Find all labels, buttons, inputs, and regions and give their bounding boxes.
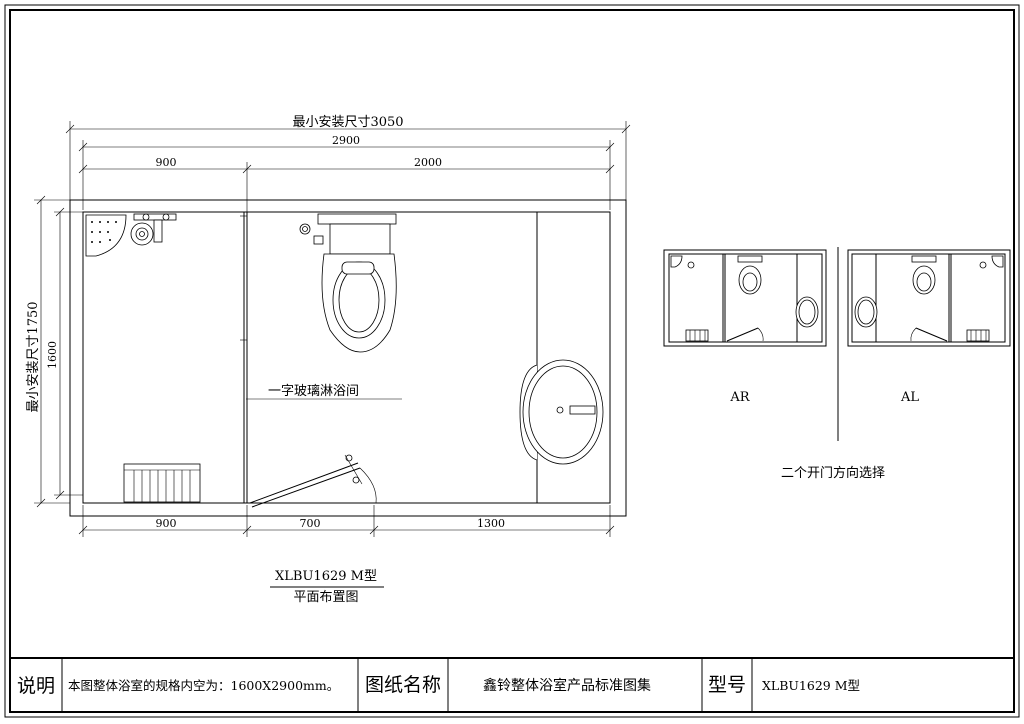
dim-top-left-label: 900	[156, 156, 177, 169]
variant-al-plan	[847, 249, 1011, 347]
title-block: 说明 本图整体浴室的规格内空为：1600X2900mm。 图纸名称 鑫铃整体浴室…	[10, 657, 1014, 712]
dim-bottom-right-label: 1300	[477, 517, 505, 530]
washbasin	[519, 359, 604, 465]
dim-inner-height-label: 1600	[46, 341, 59, 369]
dim-left-vertical: 最小安装尺寸1750 1600	[26, 195, 83, 508]
outer-wall	[69, 199, 627, 517]
sheet-inner-border	[9, 9, 1015, 713]
dim-inner-width: 2900	[78, 134, 615, 210]
variant-al-label: AL	[900, 390, 919, 405]
sheet-outer-border	[4, 4, 1020, 718]
dim-bottom-mid-label: 700	[300, 517, 321, 530]
shower-bench	[123, 463, 201, 503]
model-value: XLBU1629 M型	[762, 678, 860, 693]
dim-min-install-width-label: 最小安装尺寸3050	[292, 115, 403, 130]
swing-door	[249, 454, 377, 508]
plan-title-subtitle: 平面布置图	[293, 590, 358, 605]
toilet	[299, 213, 397, 353]
dim-top-right-label: 2000	[414, 156, 442, 169]
variant-ar-plan	[663, 249, 827, 347]
main-floor-plan: 最小安装尺寸3050 2900 900 2000	[26, 115, 631, 605]
glass-shower-callout-label: 一字玻璃淋浴间	[268, 384, 359, 399]
plan-title: XLBU1629 M型 平面布置图	[270, 569, 384, 605]
drawing-name-label: 图纸名称	[365, 674, 441, 696]
model-label: 型号	[708, 674, 746, 696]
drawing-name: 鑫铃整体浴室产品标准图集	[483, 677, 651, 694]
inner-wall	[82, 211, 611, 504]
plan-title-model: XLBU1629 M型	[275, 569, 377, 584]
dim-min-install-width: 最小安装尺寸3050	[65, 115, 631, 200]
dim-bottom-segments: 900 700 1300	[78, 505, 615, 537]
shower-mixer	[130, 213, 177, 246]
glass-shower-callout: 一字玻璃淋浴间	[246, 384, 402, 400]
notes-label: 说明	[17, 675, 55, 697]
corner-shelf	[85, 214, 127, 257]
dim-inner-width-label: 2900	[332, 134, 360, 147]
dim-min-install-height-label: 最小安装尺寸1750	[26, 301, 41, 412]
variant-caption: 二个开门方向选择	[781, 465, 885, 481]
dim-top-segments: 900 2000	[78, 156, 615, 212]
variant-ar-label: AR	[729, 390, 750, 405]
notes-text: 本图整体浴室的规格内空为：1600X2900mm。	[68, 678, 339, 693]
dim-bottom-left-label: 900	[156, 517, 177, 530]
